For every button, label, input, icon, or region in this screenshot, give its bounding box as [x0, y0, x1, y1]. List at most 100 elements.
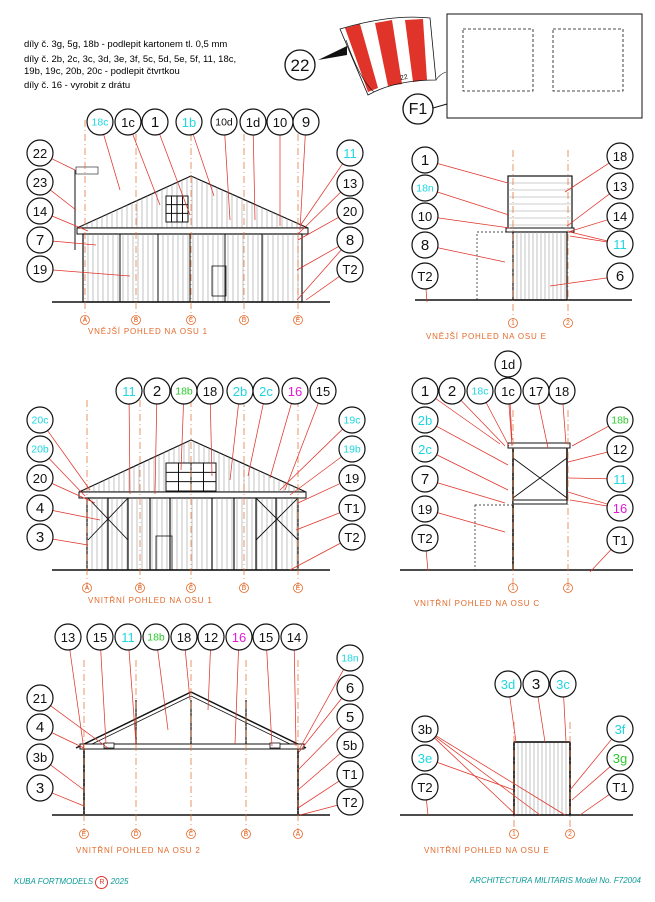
- callout-label: 6: [346, 680, 354, 697]
- callout-leader: [52, 240, 97, 246]
- callout-leader: [297, 191, 341, 235]
- callout-badge: [26, 168, 54, 196]
- callout-label: 6: [616, 268, 624, 285]
- callout-leader: [434, 737, 517, 816]
- callout-label: 3: [36, 529, 44, 546]
- axis-label-v3: E: [296, 585, 301, 592]
- callout-badge: [494, 377, 522, 405]
- callout-leader: [50, 764, 85, 791]
- part-f1-frame: [446, 13, 643, 119]
- callout-label: 5: [346, 709, 354, 726]
- callout-badge: [175, 108, 203, 136]
- callout-leader: [563, 696, 567, 743]
- callout-label: 13: [613, 179, 627, 194]
- callout-leader: [297, 483, 341, 504]
- floor-beam: [512, 499, 568, 505]
- callout-badge: [466, 377, 494, 405]
- callout-badge: [26, 494, 54, 522]
- axis-marker-v1: [131, 315, 141, 325]
- door: [211, 265, 227, 297]
- callout-label: 22: [33, 146, 47, 161]
- callout-label: 3: [532, 676, 540, 693]
- callout-badge: [336, 197, 364, 225]
- callout-label: 19: [33, 262, 47, 277]
- callout-leader: [564, 162, 610, 193]
- callout-leader: [289, 456, 342, 496]
- callout-badge: [606, 773, 634, 801]
- callout-badge: [26, 435, 54, 463]
- callout-leader: [297, 726, 342, 771]
- callout-badge: [411, 715, 439, 743]
- callout-badge: [336, 169, 364, 197]
- callout-label: 3: [36, 780, 44, 797]
- callout-label: 1c: [121, 115, 135, 130]
- callout-badge: [336, 644, 364, 672]
- callout-leader: [437, 762, 515, 791]
- callout-label: 4: [36, 500, 44, 517]
- callout-leader: [426, 799, 429, 816]
- axis-marker-v3: [82, 583, 92, 593]
- axis-marker-v5: [131, 829, 141, 839]
- callout-leader: [234, 649, 239, 745]
- callout-leader: [299, 163, 343, 227]
- axis-label-v2: 1: [511, 320, 515, 327]
- callout-leader: [435, 736, 541, 816]
- callout-leader: [460, 400, 506, 447]
- callout-badge: [606, 744, 634, 772]
- callout-label: 15: [259, 630, 273, 645]
- callout-label: 20c: [32, 415, 49, 427]
- callout-label: 2c: [418, 442, 432, 457]
- footer-brand-name: KUBA FORTMODELS: [14, 877, 94, 886]
- callout-leader: [48, 458, 86, 497]
- callout-leader: [52, 510, 101, 521]
- gable-end-box: [507, 175, 573, 231]
- beam-bracket: [269, 742, 281, 749]
- callout-label: 12: [204, 630, 218, 645]
- callout-label: 18n: [341, 653, 359, 665]
- callout-leader: [184, 649, 191, 701]
- callout-leader: [579, 794, 610, 816]
- axis-label-v6: 2: [568, 831, 572, 838]
- callout-leader: [159, 134, 191, 216]
- callout-badge: [114, 108, 142, 136]
- callout-leader: [569, 738, 613, 791]
- callout-leader: [297, 217, 339, 241]
- callout-label: T2: [417, 531, 432, 546]
- callout-leader: [571, 425, 609, 447]
- callout-label: 18n: [416, 183, 434, 195]
- cross-brace: [512, 457, 568, 499]
- axis-marker-v4: [563, 583, 573, 593]
- callout-label: 7: [36, 232, 44, 249]
- axis-marker-v6: [565, 829, 575, 839]
- callout-badge: [142, 623, 170, 651]
- callout-badge: [606, 435, 634, 463]
- callout-label: 8: [421, 237, 429, 254]
- axis-label-v1: C: [188, 317, 193, 324]
- callout-label: 10: [273, 115, 287, 130]
- callout-leader: [299, 134, 306, 231]
- tie-beam: [78, 491, 307, 499]
- axis-marker-v5: [293, 829, 303, 839]
- callout-label: 2b: [418, 413, 432, 428]
- flag-tab: [435, 71, 447, 81]
- callout-badge: [54, 623, 82, 651]
- callout-label: 14: [613, 209, 627, 224]
- callout-leader: [566, 193, 610, 227]
- callout-label: 3e: [418, 751, 432, 766]
- axis-label-v1: A: [83, 317, 88, 324]
- callout-label: 1b: [182, 115, 196, 130]
- callout-badge: [411, 377, 439, 405]
- callout-leader: [154, 403, 158, 495]
- cross-brace: [87, 497, 129, 541]
- callout-badge: [411, 231, 439, 259]
- caption-v1: VNĚJŠÍ POHLED NA OSU 1: [88, 327, 208, 336]
- callout-badge: [115, 377, 143, 405]
- callout-leader: [549, 277, 608, 287]
- axis-marker-v6: [509, 829, 519, 839]
- callout-leader: [51, 483, 96, 504]
- callout-badge: [292, 108, 320, 136]
- callout-leader: [508, 403, 513, 447]
- callout-badge: [26, 255, 54, 283]
- callout-label: 16: [232, 630, 246, 645]
- callout-label: 5b: [343, 738, 357, 753]
